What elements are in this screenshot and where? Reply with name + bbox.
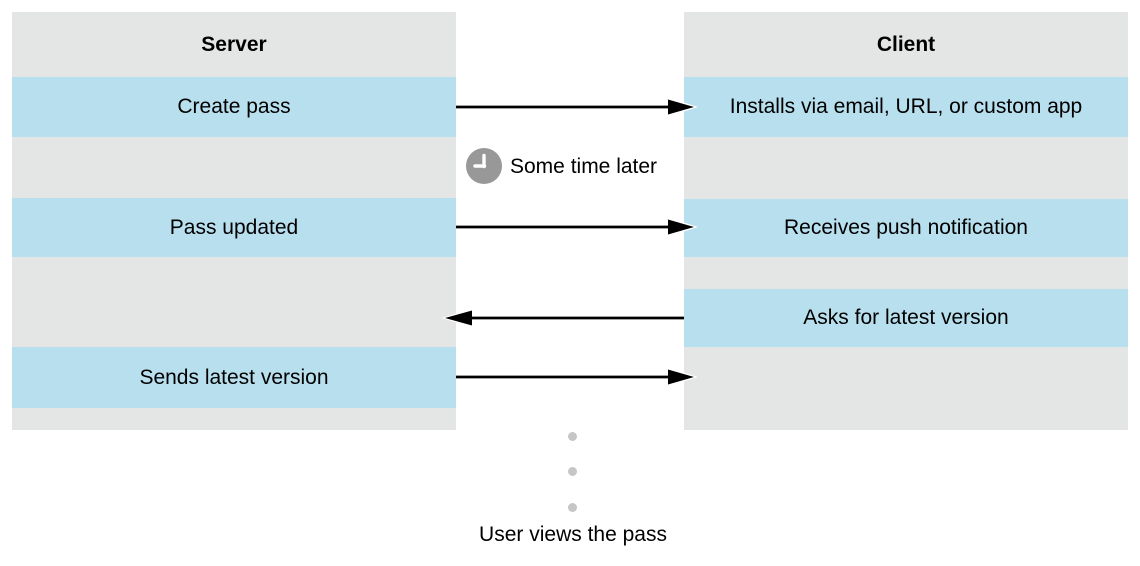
arrow-server-to-client-create [456,96,698,118]
client-step-asks-latest: Asks for latest version [684,289,1128,347]
server-column: Server Create pass Pass updated Sends la… [12,12,456,430]
client-gap [684,137,1128,199]
arrow-server-to-client-send [456,366,698,388]
client-step-label: Asks for latest version [803,306,1009,330]
server-gap [12,257,456,347]
client-gap [684,257,1128,289]
server-title: Server [201,32,267,56]
arrow-client-to-server-ask [442,307,684,329]
client-gap [684,347,1128,430]
client-column-header: Client [684,12,1128,77]
server-step-label: Create pass [177,95,291,119]
client-step-label: Receives push notification [784,216,1028,240]
server-step-sends-latest-version: Sends latest version [12,347,456,408]
server-gap [12,137,456,198]
client-step-installs: Installs via email, URL, or custom app [684,77,1128,137]
client-step-receives-push: Receives push notification [684,199,1128,257]
server-step-label: Pass updated [169,215,299,239]
server-step-pass-updated: Pass updated [12,198,456,257]
server-gap [12,408,456,430]
client-title: Client [876,32,936,56]
client-column: Client Installs via email, URL, or custo… [684,12,1128,430]
server-step-create-pass: Create pass [12,77,456,137]
user-views-pass-label: User views the pass [479,523,667,546]
clock-icon [466,148,502,184]
vertical-ellipsis-dot [568,467,577,476]
some-time-later-label: Some time later [510,155,658,178]
vertical-ellipsis-dot [568,503,577,512]
client-step-label: Installs via email, URL, or custom app [729,95,1083,119]
arrow-server-to-client-update [456,216,698,238]
server-column-header: Server [12,12,456,77]
server-step-label: Sends latest version [139,365,329,389]
vertical-ellipsis-dot [568,432,577,441]
